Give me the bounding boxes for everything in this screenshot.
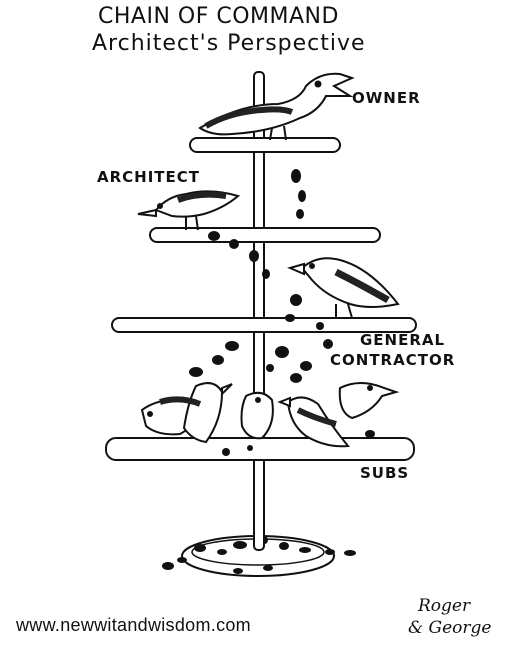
architect-bird — [137, 190, 241, 231]
cartoon-title: CHAIN OF COMMAND — [98, 4, 339, 29]
label-owner: OWNER — [352, 89, 421, 107]
website-url: www.newwitandwisdom.com — [16, 615, 251, 635]
signature-line-2: & George — [408, 618, 492, 638]
label-general: GENERAL — [360, 331, 446, 349]
signature-line-1: Roger — [418, 596, 471, 616]
label-architect: ARCHITECT — [97, 168, 201, 186]
label-contractor: CONTRACTOR — [330, 351, 456, 369]
general-contractor-bird — [287, 257, 400, 319]
droppings — [189, 169, 375, 456]
label-subs: SUBS — [360, 464, 410, 482]
owner-bird — [198, 72, 355, 141]
subs-birds — [140, 382, 400, 448]
perch-bars — [105, 137, 417, 461]
cartoon-subtitle: Architect's Perspective — [92, 31, 366, 56]
